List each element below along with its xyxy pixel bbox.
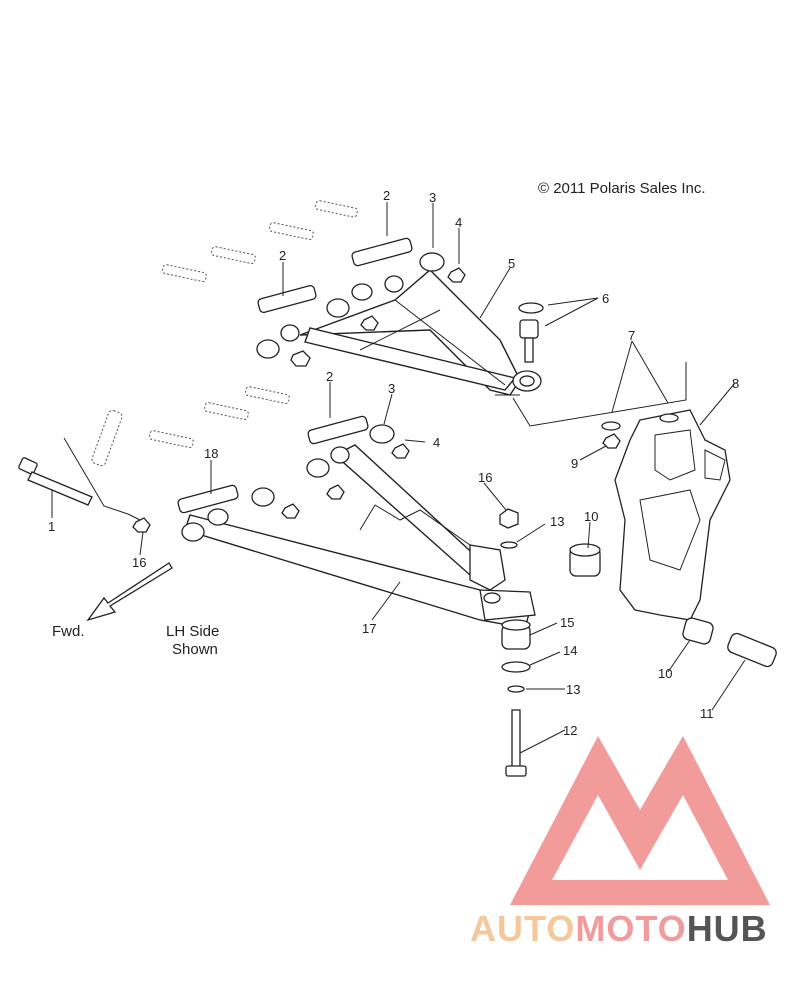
callout-5: 5 xyxy=(508,256,515,271)
callout-14: 14 xyxy=(563,643,577,658)
watermark-text: AUTOMOTOHUB xyxy=(470,908,768,949)
side-label-line2: Shown xyxy=(172,641,218,658)
callout-15: 15 xyxy=(560,615,574,630)
side-label-line1: LH Side xyxy=(166,623,219,640)
callout-17: 17 xyxy=(362,621,376,636)
callout-1: 1 xyxy=(48,519,55,534)
callout-6: 6 xyxy=(602,291,609,306)
fwd-label: Fwd. xyxy=(52,623,85,640)
callout-16-right: 16 xyxy=(478,470,492,485)
callout-4-top: 4 xyxy=(455,215,462,230)
watermark-moto: MOTO xyxy=(575,908,686,949)
callout-3-low: 3 xyxy=(388,381,395,396)
watermark-triangle-icon xyxy=(510,736,770,905)
knuckle xyxy=(601,409,731,621)
callout-16-left: 16 xyxy=(132,555,146,570)
callout-2-low: 2 xyxy=(326,369,333,384)
knuckle-bushings xyxy=(569,543,777,668)
callout-7: 7 xyxy=(628,328,635,343)
watermark-auto: AUTO xyxy=(470,908,575,949)
callout-4-low: 4 xyxy=(433,435,440,450)
fwd-arrow-icon xyxy=(86,562,173,622)
callout-18: 18 xyxy=(204,446,218,461)
callout-13-lower: 13 xyxy=(566,682,580,697)
dashed-bolts-lower xyxy=(91,386,290,467)
ball-joint-stack xyxy=(499,508,531,777)
copyright-text: © 2011 Polaris Sales Inc. xyxy=(538,180,706,197)
callout-13-upper: 13 xyxy=(550,514,564,529)
watermark-hub: HUB xyxy=(687,908,768,949)
knuckle-link-line xyxy=(512,362,687,427)
callout-10-lower: 10 xyxy=(658,666,672,681)
callout-2-mid: 2 xyxy=(279,248,286,263)
callout-3-top: 3 xyxy=(429,190,436,205)
lower-bushings xyxy=(132,415,410,542)
dashed-bolts-upper xyxy=(162,200,358,282)
upper-a-arm xyxy=(299,269,542,396)
callout-2-top: 2 xyxy=(383,188,390,203)
callout-labels: 1 2 2 2 3 3 4 4 5 6 7 8 9 10 10 11 12 13… xyxy=(48,188,739,738)
upper-bushings xyxy=(256,237,544,367)
callout-12: 12 xyxy=(563,723,577,738)
callout-8: 8 xyxy=(732,376,739,391)
long-bolt xyxy=(18,457,93,506)
lower-a-arm xyxy=(184,444,536,629)
leader-lines xyxy=(51,202,746,754)
callout-11: 11 xyxy=(700,706,714,721)
callout-9: 9 xyxy=(571,456,578,471)
watermark-logo xyxy=(510,736,770,905)
callout-10-upper: 10 xyxy=(584,509,598,524)
